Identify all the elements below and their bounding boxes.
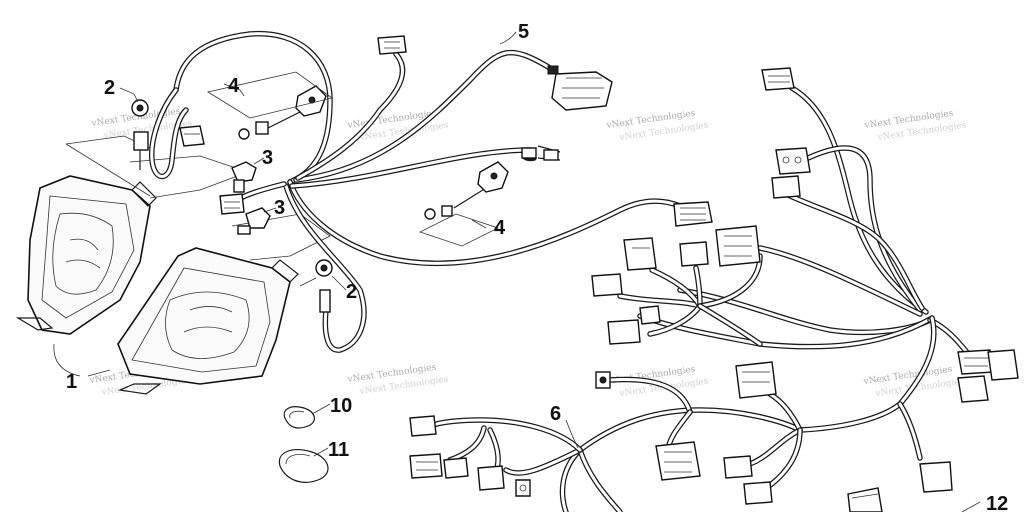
connector-r7 bbox=[591, 273, 623, 297]
connector-l3 bbox=[723, 455, 753, 479]
connector-r6 bbox=[679, 241, 709, 267]
connector-l9 bbox=[477, 465, 505, 491]
callout-6: 6 bbox=[550, 403, 561, 425]
callout-2-upper: 2 bbox=[104, 77, 115, 99]
callout-4-lower: 4 bbox=[494, 217, 506, 239]
callout-3-lower: 3 bbox=[274, 197, 285, 219]
headlight-right bbox=[117, 247, 299, 395]
adjuster-upper bbox=[206, 71, 333, 140]
connector-l10 bbox=[515, 479, 531, 497]
clamp-11 bbox=[278, 449, 329, 483]
callout-10: 10 bbox=[330, 395, 352, 417]
connector-r9 bbox=[639, 305, 661, 325]
connector-r12 bbox=[987, 349, 1019, 381]
connector-r5 bbox=[623, 237, 657, 271]
connector-r3 bbox=[771, 175, 801, 199]
callout-leaders bbox=[87, 31, 981, 512]
callout-11: 11 bbox=[328, 439, 349, 461]
callout-3-upper: 3 bbox=[262, 147, 273, 169]
item-3-upper-bulb bbox=[231, 161, 257, 193]
callout-labels: 1 2 2 3 3 4 4 5 6 10 11 12 bbox=[66, 21, 1008, 512]
connector-spade bbox=[521, 147, 559, 161]
callout-5: 5 bbox=[518, 21, 529, 43]
item-2-upper bbox=[131, 99, 149, 170]
connector-left-mid bbox=[219, 193, 245, 215]
adjuster-lower bbox=[418, 161, 509, 247]
callout-2-lower: 2 bbox=[346, 281, 357, 303]
connector-r2 bbox=[775, 147, 811, 175]
item-2-lower bbox=[315, 259, 333, 313]
connector-r8 bbox=[607, 319, 641, 345]
connector-l5 bbox=[595, 371, 611, 389]
headlight-left bbox=[15, 175, 157, 335]
connector-r1 bbox=[761, 67, 795, 91]
callout-12: 12 bbox=[986, 493, 1008, 512]
part-12 bbox=[847, 487, 883, 512]
connector-r13 bbox=[919, 461, 953, 493]
connector-r11 bbox=[957, 375, 989, 403]
connectors bbox=[131, 35, 1019, 512]
connector-l6 bbox=[409, 415, 437, 437]
connector-r4 bbox=[715, 225, 761, 267]
connector-l2 bbox=[655, 441, 701, 481]
connector-l1 bbox=[735, 361, 777, 399]
callout-1: 1 bbox=[66, 371, 77, 393]
connector-long-wire bbox=[673, 201, 713, 227]
connector-upper-left-plug bbox=[179, 125, 205, 147]
clamp-10 bbox=[283, 406, 315, 429]
item-3-lower-bulb bbox=[237, 207, 271, 235]
connector-l7 bbox=[409, 453, 443, 479]
connector-l8 bbox=[443, 457, 469, 479]
connector-l4 bbox=[743, 481, 773, 505]
connector-5 bbox=[547, 65, 613, 111]
connector-top-small bbox=[377, 35, 407, 55]
callout-4-upper: 4 bbox=[228, 75, 240, 97]
